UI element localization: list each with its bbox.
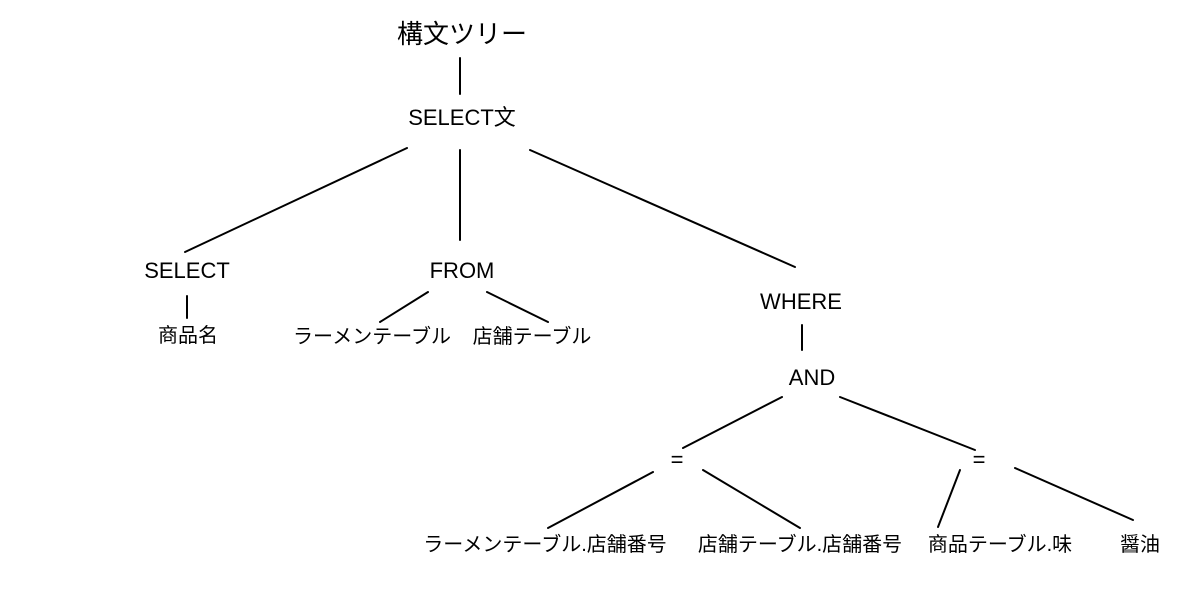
node-and-operator: AND: [788, 365, 836, 390]
edge-equals-right-to-product-taste: [937, 469, 961, 528]
leaf-product-table-taste: 商品テーブル.味: [927, 534, 1073, 556]
node-equals-right: =: [972, 447, 986, 472]
node-equals-left: =: [670, 447, 684, 472]
edge-equals-left-to-ramen-store-no: [547, 471, 654, 529]
edge-select-statement-to-where: [529, 149, 796, 268]
edge-from-to-ramen-table: [379, 291, 429, 323]
diagram-title: 構文ツリー: [396, 19, 528, 49]
edge-select-statement-to-select: [184, 147, 408, 253]
edge-from-to-store-table: [486, 291, 549, 323]
leaf-ramen-table-store-no: ラーメンテーブル.店舗番号: [423, 534, 667, 556]
node-ramen-table: ラーメンテーブル: [293, 326, 451, 348]
leaf-soy-sauce: 醤油: [1120, 534, 1160, 556]
edge-and-to-equals-right: [839, 396, 976, 451]
node-store-table: 店舗テーブル: [472, 326, 592, 348]
edge-and-to-equals-left: [682, 396, 783, 449]
node-product-name: 商品名: [158, 325, 218, 347]
edge-equals-left-to-store-store-no: [702, 469, 801, 529]
node-where-clause: WHERE: [760, 289, 842, 314]
node-select-statement: SELECT文: [408, 105, 516, 130]
leaf-store-table-store-no: 店舗テーブル.店舗番号: [697, 534, 903, 556]
edge-equals-right-to-soy-sauce: [1014, 467, 1134, 521]
node-select-clause: SELECT: [144, 258, 230, 283]
node-from-clause: FROM: [429, 258, 495, 283]
